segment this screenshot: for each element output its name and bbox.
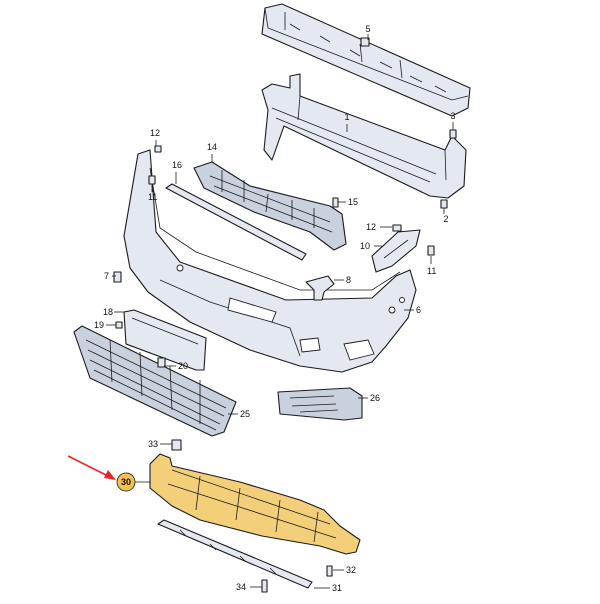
callout-16-label: 16 [172,160,182,170]
callout-25-label: 25 [240,409,250,419]
callout-19: 19 [94,320,116,330]
callout-12-left-label: 12 [150,128,160,138]
callout-7: 7 [104,271,116,281]
callout-1: 1 [344,112,350,132]
callout-19-label: 19 [94,320,104,330]
highlight-arrow [67,455,116,480]
callout-5-label: 5 [365,24,370,34]
mounting-bracket-part [371,229,421,273]
callout-11-right: 11 [427,256,436,276]
callout-11-right-label: 11 [427,266,436,276]
callout-8-label: 8 [346,275,351,285]
callout-20-label: 20 [178,361,188,371]
trim-strip-part [165,183,307,261]
callout-6: 6 [404,305,421,315]
callout-32: 32 [333,565,356,575]
callout-32-label: 32 [346,565,356,575]
callout-1-label: 1 [344,112,349,122]
callout-30: 30 [116,472,150,492]
fog-cover-part [277,387,363,421]
callout-10-label: 10 [360,241,370,251]
callout-12-right-label: 12 [366,222,376,232]
callout-11-left-label: 11 [148,192,157,202]
callout-15-label: 15 [348,197,358,207]
clip-part-8 [305,275,335,301]
underbody-cover-part [149,453,361,555]
plate-holder-part [123,309,207,371]
callout-3: 3 [450,111,456,130]
callout-5: 5 [365,24,371,40]
bumper-carrier-part [261,73,467,199]
callout-12-right: 12 [366,222,392,232]
lower-strip-part [157,519,313,589]
callout-31-label: 31 [332,583,342,593]
lower-grille-part [73,325,237,437]
callout-18-label: 18 [103,307,113,317]
callout-34-label: 34 [236,582,246,592]
callout-10: 10 [360,241,382,251]
callout-30-badge [116,472,136,492]
callout-7-label: 7 [104,271,109,281]
callout-33: 33 [148,439,172,449]
callout-14: 14 [207,142,217,162]
callout-2: 2 [443,208,449,224]
callout-15: 15 [338,197,358,207]
callout-8: 8 [334,275,351,285]
callout-25: 25 [228,409,250,419]
callout-18: 18 [103,307,124,317]
callout-34: 34 [236,582,262,592]
callout-20: 20 [164,361,188,371]
callout-12-left: 12 [150,128,160,146]
impact-absorber-part [261,3,471,117]
callout-6-label: 6 [416,305,421,315]
callout-2-label: 2 [443,214,448,224]
callout-33-label: 33 [148,439,158,449]
callout-30-label: 30 [121,477,131,487]
callout-31: 31 [314,583,342,593]
callout-3-label: 3 [450,111,455,121]
bumper-cover-part [123,149,417,373]
callout-11-left: 11 [148,184,157,202]
callout-26-label: 26 [370,393,380,403]
callout-26: 26 [358,393,380,403]
upper-grille-part [193,161,347,251]
fasteners [113,37,457,593]
callout-16: 16 [172,160,182,184]
callout-14-label: 14 [207,142,217,152]
